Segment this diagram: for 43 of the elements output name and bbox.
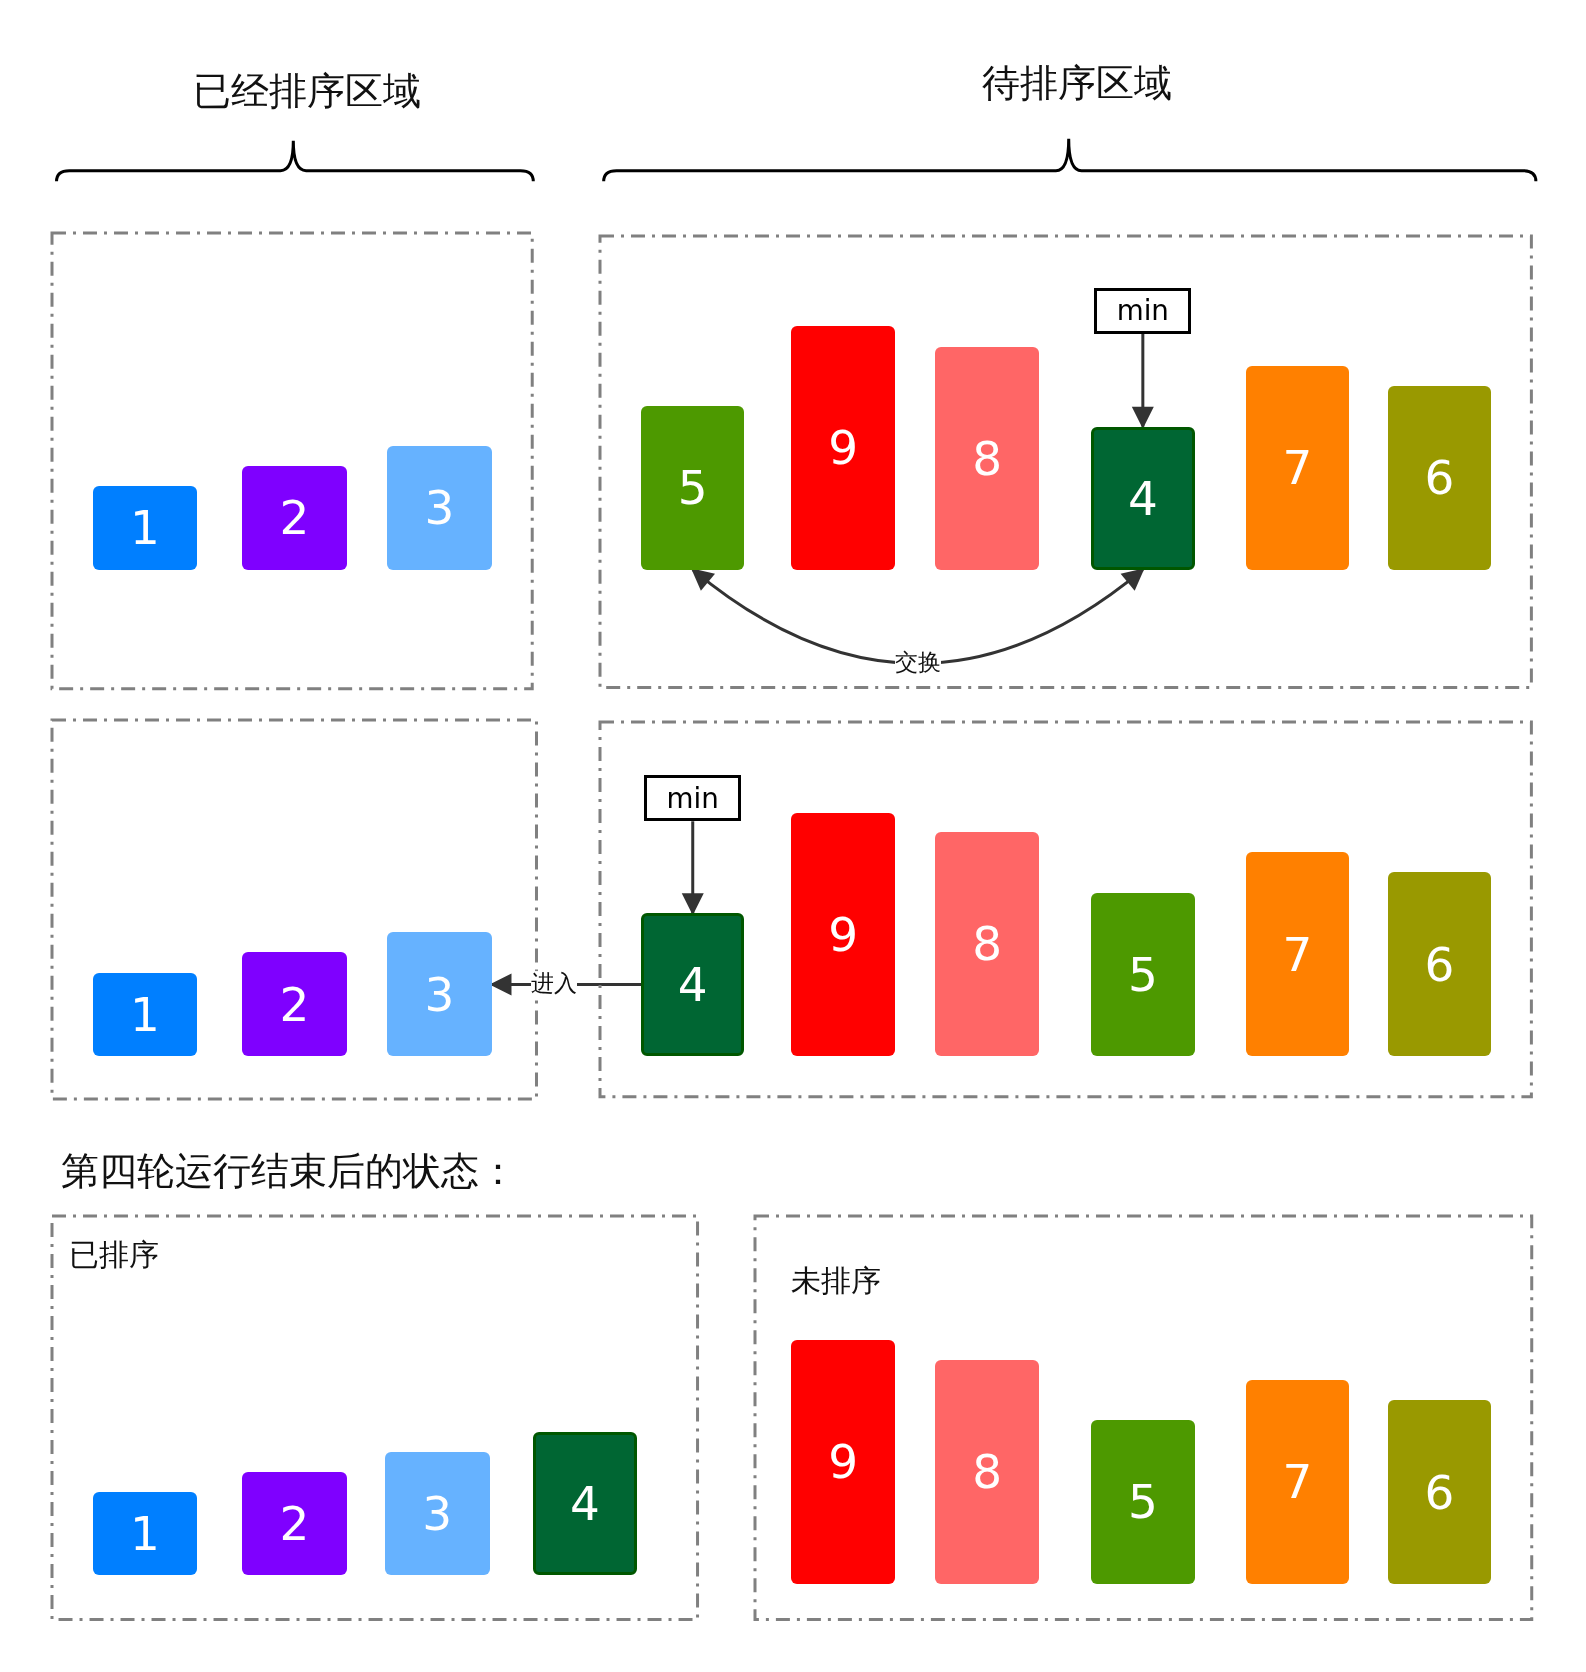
number-bar: 9 xyxy=(791,326,895,570)
number-bar: 3 xyxy=(387,932,492,1056)
number-bar: 3 xyxy=(385,1451,490,1576)
number-bar: 5 xyxy=(641,406,745,570)
arrow xyxy=(691,568,1145,665)
min-label-box: min xyxy=(644,775,742,822)
number-bar: 2 xyxy=(242,466,347,570)
number-bar: 6 xyxy=(1387,386,1492,570)
number-bar: 1 xyxy=(92,486,198,570)
region-title: 待排序区域 xyxy=(982,59,1173,108)
dashed-panel xyxy=(753,1213,1534,1622)
number-bar: 6 xyxy=(1387,872,1492,1056)
number-bar: 8 xyxy=(935,346,1039,570)
number-bar: 4 xyxy=(641,913,745,1056)
panel-heading: 已排序 xyxy=(69,1236,160,1275)
region-title: 已经排序区域 xyxy=(193,66,422,115)
number-bar: 8 xyxy=(935,831,1039,1056)
number-bar: 5 xyxy=(1091,1419,1195,1584)
edge-label: 进入 xyxy=(530,971,577,998)
status-heading: 第四轮运行结束后的状态： xyxy=(60,1147,517,1196)
arrow xyxy=(1131,333,1154,429)
dashed-panel xyxy=(50,231,535,692)
number-bar: 7 xyxy=(1245,1380,1350,1584)
number-bar: 3 xyxy=(387,445,492,570)
dashed-panel xyxy=(50,1213,700,1622)
min-label-box: min xyxy=(1094,287,1192,334)
number-bar: 4 xyxy=(1091,426,1195,570)
number-bar: 4 xyxy=(533,1432,637,1576)
number-bar: 7 xyxy=(1245,365,1350,570)
dashed-panel xyxy=(598,719,1534,1099)
number-bar: 1 xyxy=(92,1492,198,1576)
panel-heading: 未排序 xyxy=(791,1261,882,1300)
number-bar: 5 xyxy=(1091,892,1195,1056)
edge-label: 交换 xyxy=(894,650,941,677)
number-bar: 8 xyxy=(935,1359,1039,1584)
number-bar: 7 xyxy=(1245,852,1350,1056)
number-bar: 1 xyxy=(92,972,198,1056)
number-bar: 2 xyxy=(242,1471,347,1576)
number-bar: 9 xyxy=(791,812,895,1056)
dashed-panel xyxy=(598,233,1534,689)
number-bar: 6 xyxy=(1387,1400,1492,1584)
number-bar: 2 xyxy=(242,952,347,1056)
number-bar: 9 xyxy=(791,1339,895,1584)
